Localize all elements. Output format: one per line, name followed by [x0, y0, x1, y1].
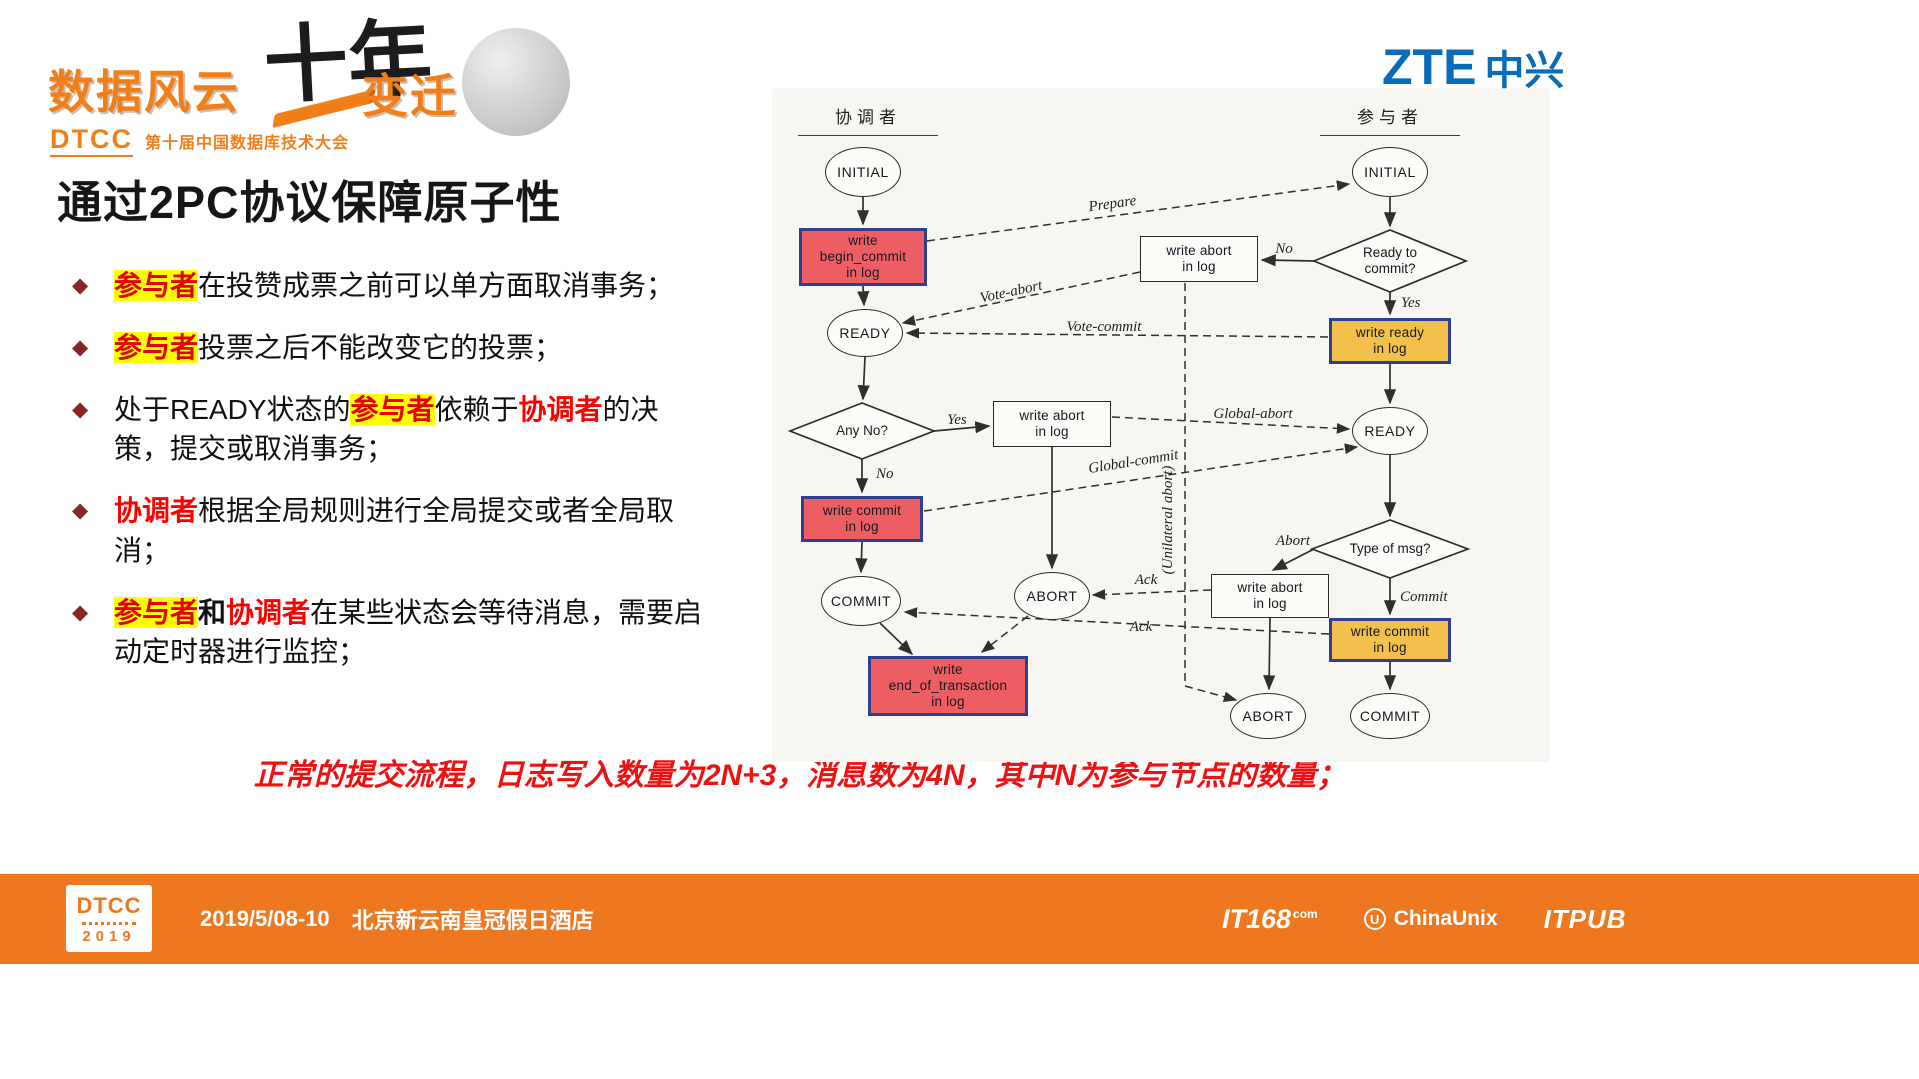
node-ready-coordinator: READY [827, 309, 903, 357]
bullet-segment: 在投赞成票之前可以单方面取消事务； [198, 270, 675, 301]
bullet-segment: 参与者 [114, 596, 199, 628]
brand-acronym: DTCC [50, 124, 133, 157]
node-initial-participant: INITIAL [1352, 147, 1428, 197]
node-write-end-of-transaction: write end_of_transaction in log [868, 656, 1028, 716]
node-write-commit-coordinator: write commit in log [801, 496, 923, 542]
brand-title-right: 变迁 [362, 70, 458, 122]
zte-logo-cjk: 中兴 [1484, 49, 1565, 93]
bullet-segment: 的决策，提交或取消事务； [114, 393, 659, 465]
node-any-no-label: Any No? [836, 423, 888, 439]
bullet-segment: 协调者 [518, 393, 603, 425]
footer-bar: DTCC 2019 2019/5/08-10 北京新云南皇冠假日酒店 IT168… [0, 874, 1919, 964]
bullet-item: ◆ 处于READY状态的参与者依赖于协调者的决策，提交或取消事务； [70, 390, 704, 470]
bullet-segment: 参与者 [114, 270, 199, 301]
bullet-diamond-icon: ◆ [72, 499, 89, 522]
it168-logo-text: IT168 [1222, 903, 1292, 934]
bullet-segment: 根据全局规则进行全局提交或者全局取消； [114, 495, 675, 566]
bullet-segment: 和 [198, 596, 227, 628]
brand-title-left: 数据风云 [48, 66, 240, 118]
badge-dtcc-text: DTCC [76, 892, 142, 918]
chinaunix-logo-text: ChinaUnix [1393, 907, 1498, 930]
node-type-of-msg-label: Type of msg? [1349, 541, 1431, 557]
node-commit-coordinator: COMMIT [821, 576, 901, 626]
node-write-abort-mid: write abort in log [993, 401, 1111, 447]
node-initial-coordinator: INITIAL [825, 147, 901, 197]
bullet-segment: 依赖于 [434, 393, 519, 425]
node-abort-coordinator: ABORT [1014, 572, 1090, 620]
bullet-item: ◆ 参与者和协调者在某些状态会等待消息，需要启动定时器进行监控； [70, 593, 704, 673]
it168-logo-suffix: com [1293, 906, 1318, 921]
zte-logo: ZTE 中兴 [1382, 38, 1564, 96]
badge-dots-icon [82, 921, 136, 925]
node-abort-participant: ABORT [1230, 693, 1306, 739]
node-write-ready: write ready in log [1329, 318, 1451, 364]
footer-venue: 北京新云南皇冠假日酒店 [351, 908, 594, 933]
node-write-abort-participant: write abort in log [1211, 574, 1329, 618]
bullet-segment: 参与者 [114, 331, 199, 363]
bullet-item: ◆ 协调者根据全局规则进行全局提交或者全局取消； [70, 491, 704, 571]
bullet-item: ◆ 参与者投票之后不能改变它的投票； [70, 328, 704, 368]
chinaunix-logo: U ChinaUnix [1363, 907, 1498, 931]
bullet-item: ◆ 参与者在投赞成票之前可以单方面取消事务； [70, 266, 704, 306]
bullet-segment: 协调者 [114, 495, 199, 526]
node-write-begin-commit: write begin_commit in log [799, 228, 927, 286]
node-commit-participant: COMMIT [1350, 693, 1430, 739]
footer-date: 2019/5/08-10 [200, 906, 330, 931]
footer-date-venue: 2019/5/08-10 北京新云南皇冠假日酒店 [200, 874, 594, 964]
bullet-diamond-icon: ◆ [72, 600, 89, 624]
bullet-diamond-icon: ◆ [72, 335, 89, 359]
dtcc-2019-badge: DTCC 2019 [66, 885, 152, 952]
participant-column-header: 参与者 [1320, 103, 1460, 136]
badge-year-text: 2019 [82, 927, 136, 945]
bullet-segment: 处于READY状态的 [114, 393, 351, 425]
node-write-abort-top: write abort in log [1140, 236, 1258, 282]
bullet-segment: 参与者 [350, 393, 435, 425]
summary-footnote: 正常的提交流程，日志写入数量为2N+3，消息数为4N，其中N为参与节点的数量； [253, 759, 1347, 792]
node-ready-to-commit-label: Ready to commit? [1362, 245, 1418, 276]
bullet-segment: 在某些状态会等待消息，需要启动定时器进行监控； [114, 596, 703, 668]
zte-logo-latin: ZTE [1382, 39, 1477, 95]
node-ready-participant: READY [1352, 407, 1428, 455]
sphere-graphic-icon [462, 28, 570, 136]
bullet-segment: 协调者 [226, 596, 311, 628]
bullet-diamond-icon: ◆ [72, 397, 89, 421]
coordinator-column-header: 协调者 [798, 103, 938, 136]
node-write-commit-participant: write commit in log [1329, 618, 1451, 662]
bullet-diamond-icon: ◆ [72, 274, 89, 297]
itpub-logo: ITPUB [1543, 903, 1627, 934]
brand-subtitle: DTCC 第十届中国数据库技术大会 [50, 124, 349, 157]
bullet-list: ◆ 参与者在投赞成票之前可以单方面取消事务； ◆ 参与者投票之后不能改变它的投票… [70, 266, 702, 694]
brand-conference-name: 第十届中国数据库技术大会 [145, 135, 350, 152]
chinaunix-circle-u-icon: U [1363, 908, 1386, 930]
page-title: 通过2PC协议保障原子性 [57, 177, 562, 228]
bullet-segment: 投票之后不能改变它的投票； [198, 331, 563, 363]
dtcc-brand-logo: 数据风云 十年 变迁 DTCC 第十届中国数据库技术大会 [40, 8, 580, 180]
